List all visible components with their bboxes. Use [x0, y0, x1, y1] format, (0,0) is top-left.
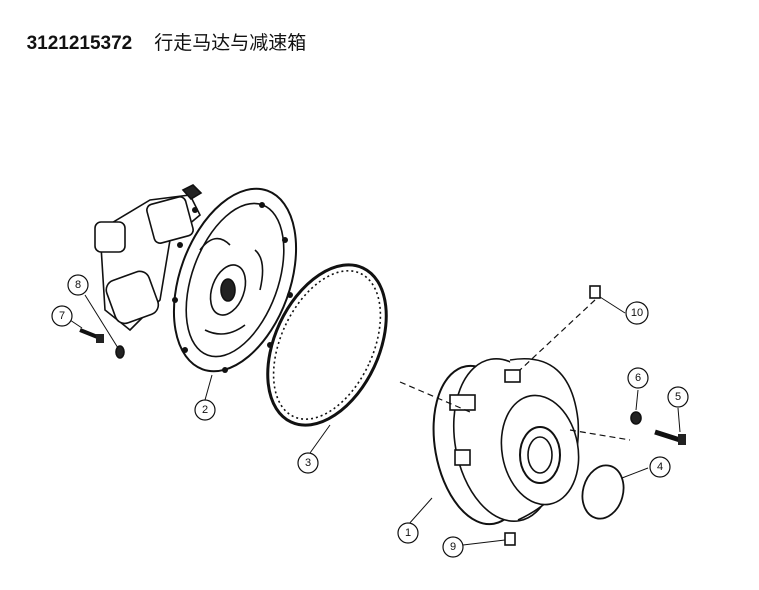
callout-7: 7 — [51, 305, 73, 327]
callout-10: 10 — [625, 301, 649, 325]
o-ring-4 — [581, 464, 625, 520]
callout-6: 6 — [627, 367, 649, 389]
svg-text:3: 3 — [305, 457, 311, 469]
callout-2: 2 — [194, 399, 216, 421]
part-number: 3121215372 — [26, 33, 133, 54]
svg-text:6: 6 — [635, 372, 641, 384]
svg-text:10: 10 — [631, 307, 643, 319]
callout-5: 5 — [667, 386, 689, 408]
plug-10 — [589, 285, 601, 299]
bolt-5 — [654, 429, 686, 445]
plug-9 — [504, 532, 516, 546]
assembly-name: 行走马达与减速箱 — [154, 32, 307, 54]
callout-3: 3 — [297, 452, 319, 474]
svg-text:2: 2 — [202, 404, 208, 416]
svg-text:7: 7 — [59, 310, 65, 322]
drive-motor — [94, 184, 298, 373]
page-title: 3121215372 行走马达与减速箱 — [16, 6, 328, 55]
svg-text:9: 9 — [450, 541, 456, 553]
washer-6 — [630, 411, 642, 425]
callout-4: 4 — [649, 456, 671, 478]
assembly-lines — [399, 299, 631, 441]
callout-1: 1 — [397, 522, 419, 544]
reduction-gearbox — [432, 357, 580, 526]
callout-8: 8 — [67, 274, 89, 296]
svg-text:8: 8 — [75, 279, 81, 291]
svg-text:1: 1 — [405, 527, 411, 539]
callout-9: 9 — [442, 536, 464, 558]
leader-lines — [69, 294, 681, 546]
washer-8 — [115, 345, 125, 359]
svg-text:5: 5 — [675, 391, 681, 403]
gasket-3 — [266, 263, 388, 427]
bolt-7 — [79, 328, 104, 343]
svg-text:4: 4 — [657, 461, 663, 473]
